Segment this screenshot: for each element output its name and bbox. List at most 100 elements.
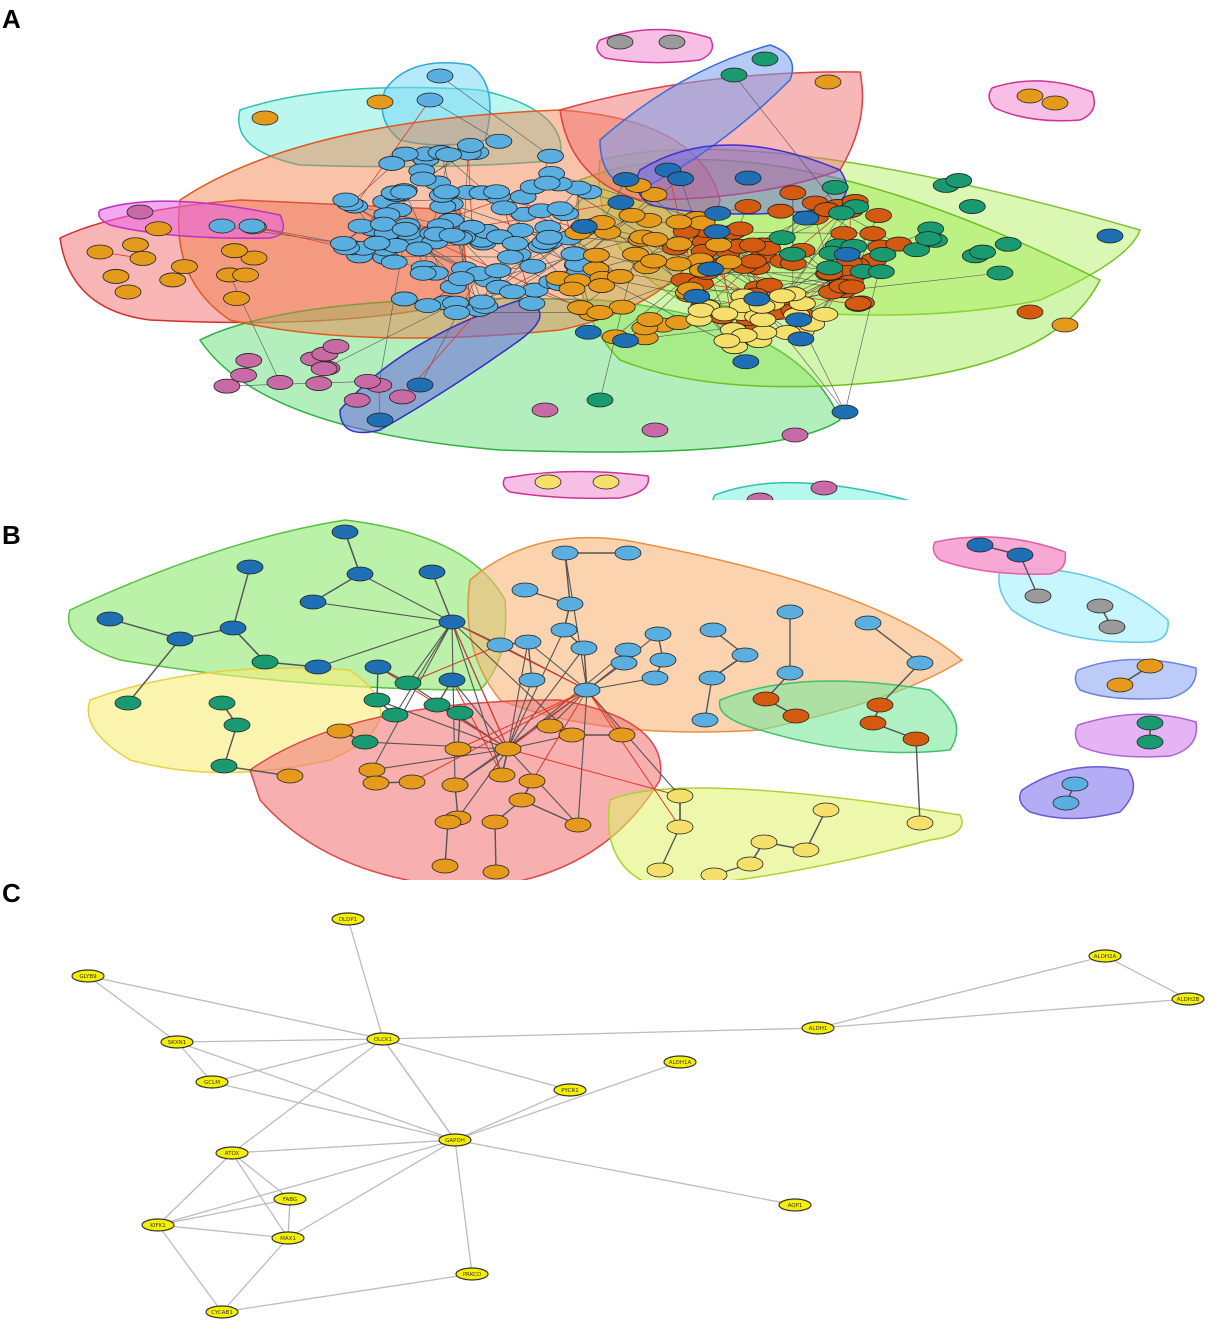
network-node [720,67,748,83]
network-node [438,614,466,630]
network-node [768,288,796,304]
network-node [612,333,639,349]
network-node [434,814,462,830]
network-node [514,634,542,650]
network-node [608,299,636,315]
network-edge [615,279,685,338]
network-edge [586,689,681,828]
network-edge [454,1139,796,1206]
network-node [711,306,739,322]
network-node [499,284,526,300]
network-node [1098,619,1126,635]
network-node [537,148,564,164]
network-node [232,267,259,283]
network-edge [312,601,453,623]
network-node [830,226,858,241]
network-node [483,184,510,200]
network-edge [221,1273,473,1313]
network-node [490,200,518,216]
network-edge [323,302,456,369]
panel-c-edges [87,918,1189,1313]
node-label: GLYB9 [79,974,97,980]
network-node [749,312,777,328]
network-node [687,302,715,318]
network-edge [843,272,1001,291]
node-label: GCLM [204,1080,220,1086]
network-node [640,253,668,269]
node-label: ALDH2A [1094,954,1117,960]
network-edge [507,629,565,750]
network-node [71,969,105,983]
network-node [533,175,561,191]
network-edge [364,741,509,750]
network-node [423,697,451,713]
cluster-hull [502,470,650,500]
network-edge [602,278,735,347]
network-node [700,867,728,880]
network-node [755,277,783,293]
network-node [665,236,693,252]
network-node [326,723,354,739]
network-node [792,842,820,858]
network-node [866,697,894,713]
network-node [812,802,840,818]
network-node [551,545,579,561]
network-node [902,731,930,747]
network-node [586,305,614,320]
node-label: MAX1 [280,1236,296,1242]
network-node [618,207,646,223]
network-node [776,604,804,620]
network-node [1016,88,1044,104]
network-node [536,718,564,734]
network-node [271,1231,305,1245]
network-node [641,670,669,686]
network-node [414,298,442,313]
network-node [96,611,124,627]
network-node [844,296,872,311]
panel-b-nodes [96,524,1164,880]
network-node [610,655,638,671]
network-node [114,695,142,711]
network-node [1016,304,1044,320]
network-node [266,375,294,390]
network-node [966,537,994,553]
network-node [666,788,694,804]
network-node [240,250,268,266]
network-node [221,243,248,259]
network-edge [507,748,681,797]
network-node [838,279,866,295]
network-node [698,670,726,686]
network-node [299,594,327,610]
network-node [558,281,586,297]
network-node [391,221,419,237]
network-node [322,338,350,354]
cluster-hull [932,536,1067,575]
panel-a-nodes [86,34,1124,500]
network-node [354,374,381,389]
network-node [406,377,434,393]
network-edge [494,821,497,873]
network-node [703,224,731,240]
network-edge [915,738,921,824]
network-node [438,672,466,688]
network-node [865,208,892,223]
network-node [1006,547,1034,563]
network-node [1096,228,1124,244]
network-edge [382,1038,456,1141]
network-node [347,218,375,234]
network-node [588,278,616,293]
network-edge [231,1038,384,1154]
network-node [390,184,418,200]
network-node [1136,658,1164,674]
network-edge [378,225,408,386]
network-node [1136,715,1164,731]
network-node [906,655,934,671]
network-node [435,147,462,162]
network-node [546,201,574,217]
network-edge [176,1038,384,1043]
network-node [778,1198,812,1212]
network-edge [429,99,500,142]
panel-b-cluster-hulls [67,519,1198,880]
network-node [416,92,444,108]
